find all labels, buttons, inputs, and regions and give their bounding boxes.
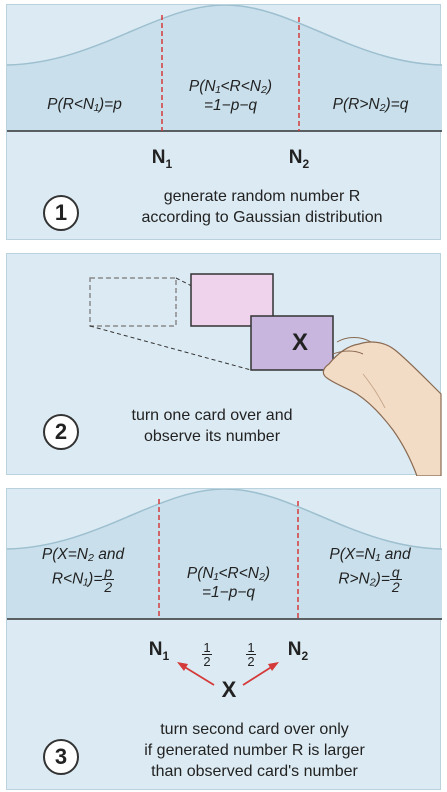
panel-step-2: X 2 turn one card over and observe its n… [6,253,442,476]
empty-card-outline [89,277,177,327]
gaussian-curve-graphic [7,489,442,686]
region-middle-label: P(N₁<R<N₂) =1−p−q [186,565,271,601]
region-right-label: P(R>N₂)=q [332,96,409,113]
n2-label: N2 [287,639,309,663]
hand-illustration [322,337,442,476]
flipped-card [250,315,334,371]
panel-step-1: P(R<N₁)=p P(N₁<R<N₂) =1−p−q P(R>N₂)=q N1… [6,4,442,240]
x-symbol: X [221,677,237,702]
step-2-caption: turn one card over and observe its numbe… [131,407,293,445]
step-number-badge: 2 [43,414,79,450]
arrow-to-n2 [242,662,279,686]
region-middle-label: P(N₁<R<N₂) =1−p−q [188,78,273,114]
region-left-label: P(R<N₁)=p [47,96,122,113]
gaussian-curve-graphic [7,5,442,132]
step-1-caption: generate random number R according to Ga… [141,188,383,226]
step-number-badge: 1 [43,195,79,231]
step-3-caption: turn second card over only if generated … [144,721,365,780]
arrow-to-n1 [177,662,215,686]
card-x-label: X [291,329,308,356]
n2-label: N2 [288,147,310,171]
step-number-badge: 3 [43,739,79,775]
n1-label: N1 [148,639,170,663]
card-flip-illustration [89,273,442,476]
n1-label: N1 [151,147,173,171]
